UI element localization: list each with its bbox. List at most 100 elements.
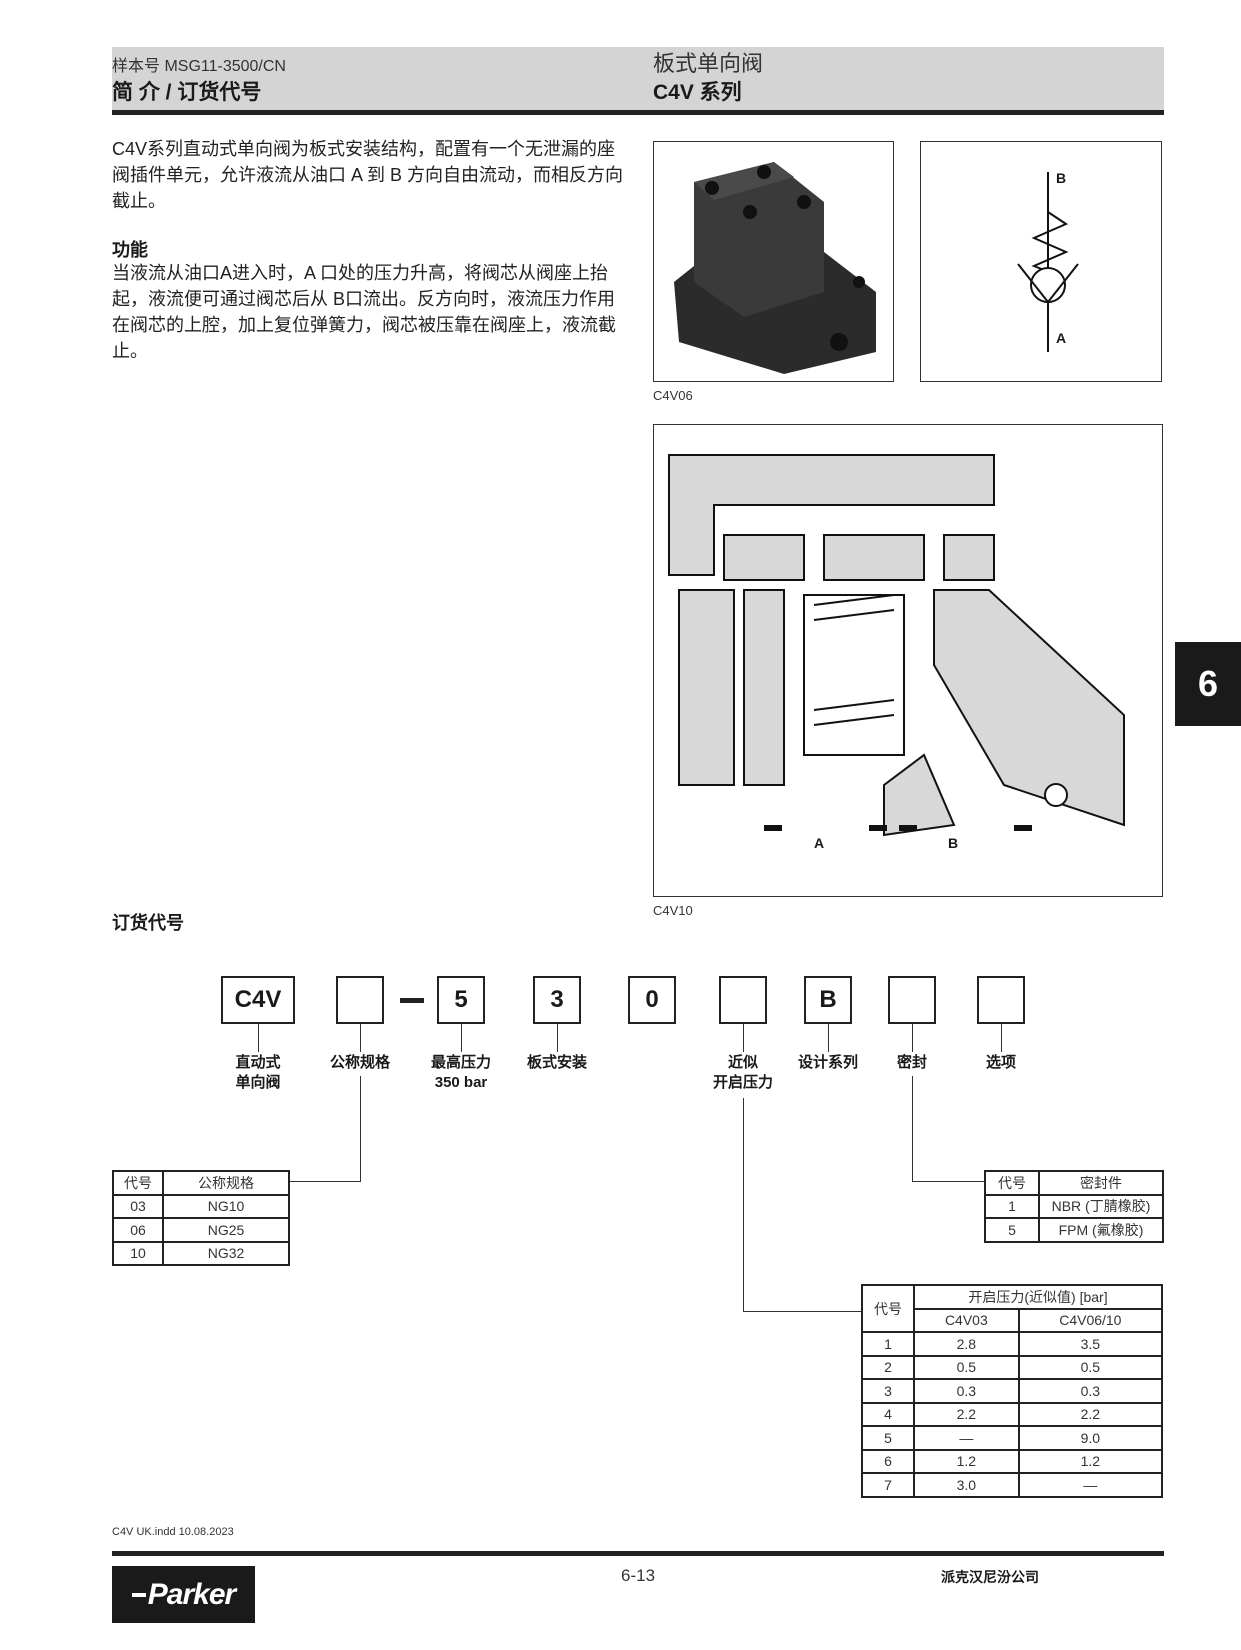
cell: 2.2 (1017, 1401, 1164, 1427)
size-leader (360, 1076, 361, 1182)
cell: 0.5 (913, 1354, 1020, 1380)
size-th-code: 代号 (112, 1170, 164, 1196)
cell: 4 (861, 1401, 915, 1427)
product-photo (653, 141, 894, 382)
section-drawing: A B (653, 424, 1163, 897)
code-box-size (336, 976, 384, 1024)
cell: 0.5 (1017, 1354, 1164, 1380)
size-leader (290, 1181, 361, 1182)
product-type: 板式单向阀 (653, 51, 764, 76)
cell: — (913, 1425, 1020, 1451)
header-rule (112, 110, 1164, 115)
cell: FPM (氟橡胶) (1038, 1217, 1164, 1243)
label-pressure: 最高压力 350 bar (430, 1054, 492, 1091)
cell: 7 (861, 1472, 915, 1498)
cell: 9.0 (1017, 1425, 1164, 1451)
cell: 1.2 (1017, 1448, 1164, 1474)
function-text: 当液流从油口A进入时，A 口处的压力升高，将阀芯从阀座上抬起，液流便可通过阀芯后… (112, 263, 616, 361)
valve-photo-image (674, 162, 876, 374)
cell: — (1017, 1472, 1164, 1498)
code-box-option (977, 976, 1025, 1024)
label-mounting: 板式安装 (526, 1054, 588, 1071)
code-box-pressure: 5 (437, 976, 485, 1024)
table-row: 5—9.0 (861, 1425, 1164, 1451)
label-option: 选项 (985, 1054, 1017, 1071)
cell: 5 (984, 1217, 1040, 1243)
cell: 2.8 (913, 1331, 1020, 1357)
cracking-leader (743, 1098, 744, 1311)
cell: NG25 (162, 1217, 290, 1243)
connector (1001, 1024, 1002, 1052)
cell: NBR (丁腈橡胶) (1038, 1193, 1164, 1219)
series-title: C4V 系列 (653, 81, 742, 104)
code-box-mounting: 3 (533, 976, 581, 1024)
cell: 2.2 (913, 1401, 1020, 1427)
cell: 3 (861, 1378, 915, 1404)
chapter-tab: 6 (1175, 642, 1241, 726)
cell: 06 (112, 1217, 164, 1243)
port-b-label: B (1056, 170, 1067, 186)
connector (360, 1024, 361, 1052)
label-size: 公称规格 (329, 1054, 391, 1071)
photo-caption: C4V06 (653, 388, 693, 403)
cell: 3.5 (1017, 1331, 1164, 1357)
size-th-size: 公称规格 (162, 1170, 290, 1196)
section-title: 简 介 / 订货代号 (112, 81, 262, 104)
cell: 1.2 (913, 1448, 1020, 1474)
section-caption: C4V10 (653, 903, 693, 918)
seal-leader (912, 1181, 984, 1182)
cell: 0.3 (1017, 1378, 1164, 1404)
parker-logo: Parker (112, 1566, 255, 1623)
footer-rule (112, 1551, 1164, 1556)
seal-th-code: 代号 (984, 1170, 1040, 1196)
cell: 5 (861, 1425, 915, 1451)
logo-text: Parker (147, 1577, 236, 1611)
hydraulic-symbol: B A (920, 141, 1162, 382)
cell: 0.3 (913, 1378, 1020, 1404)
valve-cross-section-image (668, 454, 1125, 837)
ordering-title: 订货代号 (112, 913, 184, 933)
label-type: 直动式 单向阀 (235, 1054, 281, 1091)
connector (461, 1024, 462, 1052)
header-band (112, 47, 1164, 111)
label-seal: 密封 (896, 1054, 928, 1071)
cell: 1 (984, 1193, 1040, 1219)
cell: 3.0 (913, 1472, 1020, 1498)
company-name: 派克汉尼汾公司 (941, 1569, 1039, 1585)
pt-th-c4v0610: C4V06/10 (1017, 1307, 1164, 1333)
cell: NG32 (162, 1240, 290, 1266)
code-dash (400, 998, 424, 1003)
connector (912, 1024, 913, 1052)
connector (828, 1024, 829, 1052)
check-valve-symbol-icon (1017, 172, 1079, 352)
code-box-design: B (804, 976, 852, 1024)
pt-th-group: 开启压力(近似值) [bar] (913, 1284, 1163, 1310)
seal-leader (912, 1076, 913, 1182)
label-design: 设计系列 (797, 1054, 859, 1071)
label-cracking: 近似 开启压力 (712, 1054, 774, 1091)
seal-th-seal: 密封件 (1038, 1170, 1164, 1196)
catalog-number: 样本号 MSG11-3500/CN (112, 58, 286, 75)
pt-th-code: 代号 (861, 1284, 915, 1333)
code-box-zero: 0 (628, 976, 676, 1024)
connector (258, 1024, 259, 1052)
code-box-seal (888, 976, 936, 1024)
cell: 2 (861, 1354, 915, 1380)
connector (743, 1024, 744, 1052)
code-box-cracking (719, 976, 767, 1024)
cell: NG10 (162, 1193, 290, 1219)
cracking-leader (743, 1311, 861, 1312)
